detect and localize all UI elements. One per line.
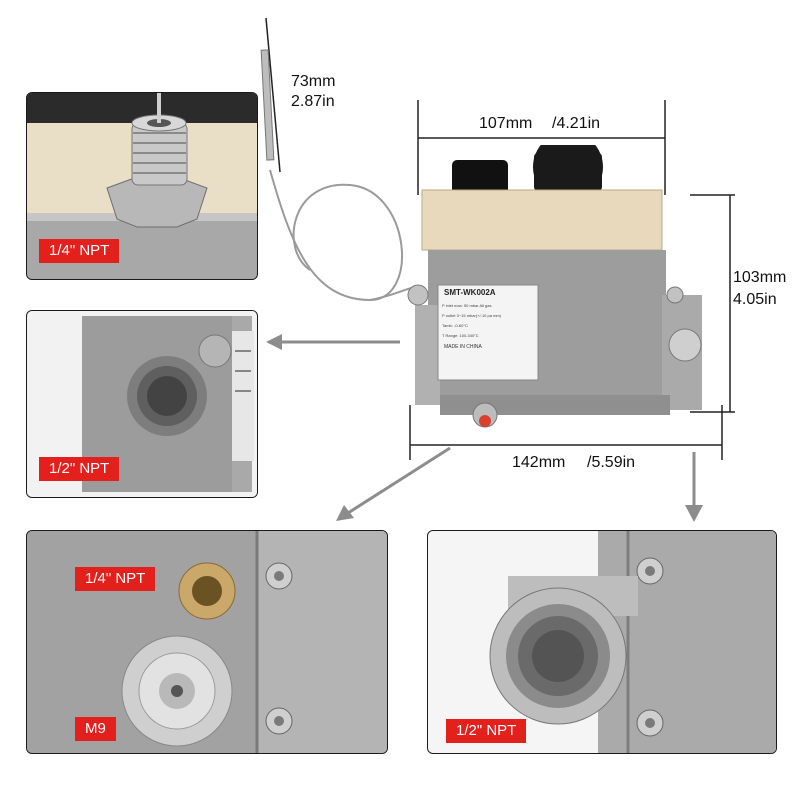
label-line1: P inlet max: 50 mbar All gas <box>442 303 492 308</box>
main-outlet-closeup-photo <box>428 531 776 753</box>
sensor-length-in: 2.87in <box>291 93 335 110</box>
label-model: SMT-WK002A <box>444 288 496 297</box>
main-outlet-closeup-panel: 1/2" NPT <box>427 530 777 754</box>
width-dimension-line <box>417 100 666 195</box>
outlet-closeup-photo <box>27 531 387 753</box>
arrow-left-icon <box>266 334 282 350</box>
pilot-outlet-tag: 1/4" NPT <box>75 567 156 591</box>
label-line5: MADE IN CHINA <box>444 344 482 350</box>
inlet-size-tag: 1/2" NPT <box>39 457 120 481</box>
length-dimension-line <box>409 405 723 460</box>
label-line2: P outlet 3~15 mbar(+/-10 pa mm) <box>442 313 502 318</box>
fitting-size-tag: 1/4" NPT <box>39 239 120 263</box>
length-in: /5.59in <box>587 454 636 471</box>
main-outlet-tag: 1/2" NPT <box>446 719 527 743</box>
width-in: /4.21in <box>552 115 601 132</box>
gas-valve-body <box>407 145 702 428</box>
label-line4: T Range: 100-340°C <box>442 333 479 338</box>
valve-label-plate: SMT-WK002A P inlet max: 50 mbar All gas … <box>438 285 538 380</box>
capillary-sensor-drawing <box>260 17 426 302</box>
height-dimension-line <box>690 194 735 413</box>
sensor-length-mm: 73mm <box>291 73 336 90</box>
fitting-closeup-photo <box>27 93 257 279</box>
outlet-closeup-panel: 1/4" NPT M9 <box>26 530 388 754</box>
width-mm: 107mm <box>479 115 533 132</box>
height-in: 4.05in <box>733 291 777 308</box>
arrow-down-left-icon <box>336 505 354 521</box>
height-mm: 103mm <box>733 269 787 286</box>
label-line3: Tamb: -0-60°C <box>442 323 468 328</box>
arrow-down-icon <box>685 505 703 522</box>
thermocouple-tag: M9 <box>75 717 116 741</box>
fitting-closeup-panel: 1/4" NPT <box>26 92 258 280</box>
length-mm: 142mm <box>512 454 566 471</box>
inlet-closeup-panel: 1/2" NPT <box>26 310 258 498</box>
